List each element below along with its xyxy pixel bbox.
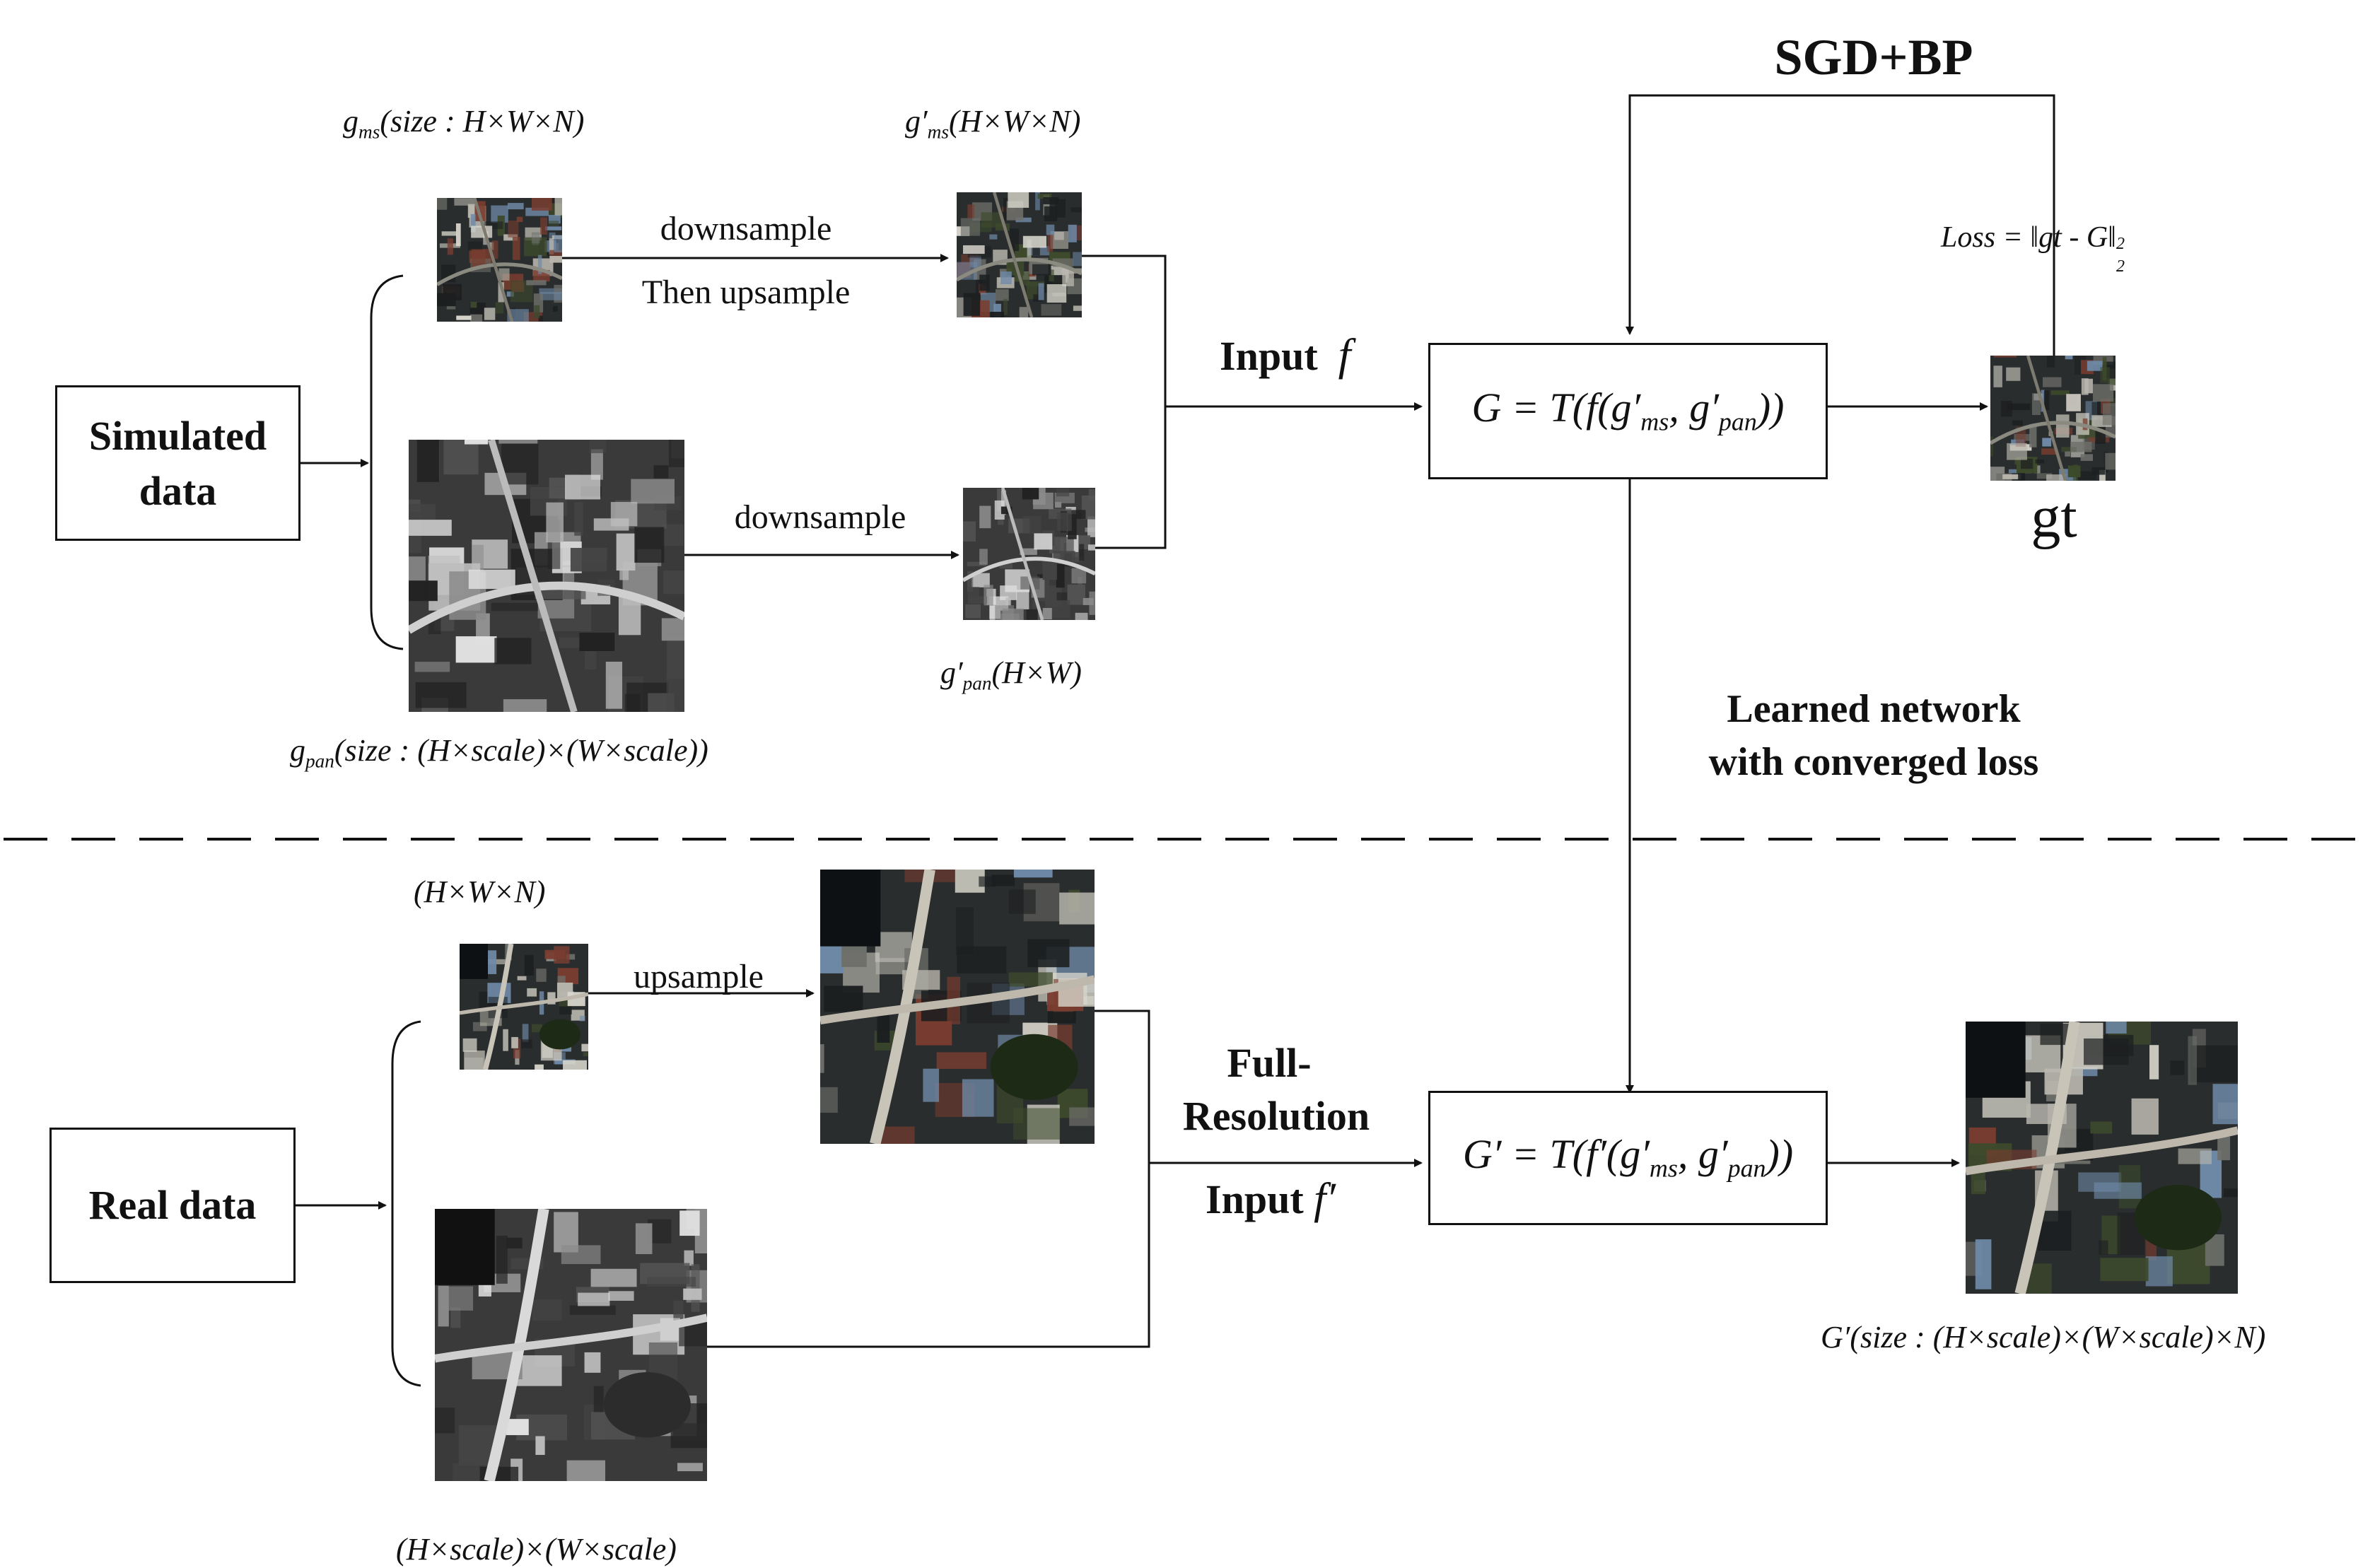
downsample-pan-label: downsample — [734, 498, 906, 536]
model-box-real: G′ = T(f′(g′ms, g′pan)) — [1428, 1091, 1828, 1225]
input-f-label: Input f — [1220, 329, 1351, 380]
downsample-label: downsample — [660, 210, 832, 247]
full-res-line1: Full- — [1227, 1040, 1312, 1086]
hwn-label: (H×W×N) — [414, 874, 546, 909]
full-res-line2: Resolution — [1182, 1093, 1370, 1139]
learned-network-line2: with converged loss — [1708, 740, 2039, 784]
real-data-box: Real data — [49, 1128, 296, 1283]
gt-label: gt — [2031, 484, 2077, 550]
image-g-pan-prime — [963, 488, 1095, 620]
output-size-label: G′(size : (H×scale)×(W×scale)×N) — [1821, 1320, 2266, 1355]
sgd-bp-label: SGD+BP — [1774, 29, 1973, 86]
image-real-ms — [460, 944, 588, 1070]
model-equation-real: G′ = T(f′(g′ms, g′pan)) — [1462, 1131, 1794, 1183]
image-output — [1966, 1022, 2238, 1294]
loss-connector — [2053, 262, 2055, 361]
real-data-label: Real data — [88, 1182, 257, 1228]
simulated-data-box: Simulated data — [55, 385, 300, 541]
image-g-ms-prime — [957, 192, 1082, 317]
image-gt — [1990, 356, 2116, 481]
image-g-pan — [409, 440, 684, 712]
upsample-label: upsample — [634, 958, 764, 995]
model-box-simulated: G = T(f(g′ms, g′pan)) — [1428, 343, 1828, 479]
g-pan-prime-label: g′pan(H×W) — [940, 655, 1082, 694]
then-upsample-label: Then upsample — [641, 274, 851, 311]
g-ms-prime-label: g′ms(H×W×N) — [905, 104, 1081, 143]
g-ms-label: gms(size : H×W×N) — [343, 104, 585, 143]
simulated-box-line2: data — [139, 468, 217, 514]
model-equation-simulated: G = T(f(g′ms, g′pan)) — [1471, 385, 1785, 436]
bottom-brace — [391, 1020, 421, 1387]
image-real-pan — [435, 1209, 707, 1481]
simulated-box-line1: Simulated — [88, 413, 267, 459]
learned-network-line1: Learned network — [1727, 687, 2021, 731]
g-pan-label: gpan(size : (H×scale)×(W×scale)) — [290, 733, 708, 772]
pan-size-label: (H×scale)×(W×scale) — [396, 1532, 677, 1567]
input-f-prime-label: Input f′ — [1206, 1175, 1336, 1223]
top-brace — [370, 274, 404, 650]
image-real-ms-upsampled — [820, 870, 1095, 1144]
image-g-ms — [437, 198, 562, 322]
